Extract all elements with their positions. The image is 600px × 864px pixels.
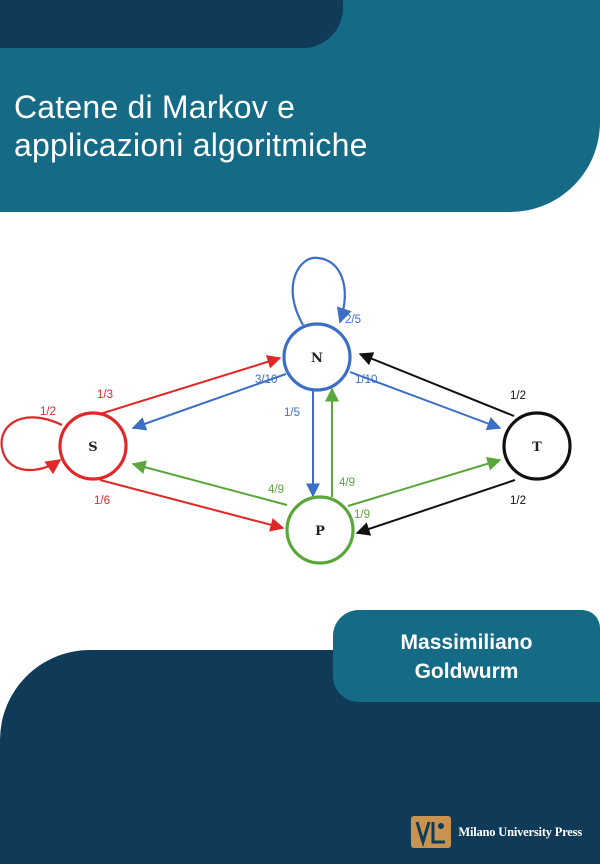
publisher-name: Milano University Press xyxy=(458,824,582,839)
edge-s-loop xyxy=(0,416,63,475)
label-n-to-t: 1/10 xyxy=(355,374,377,386)
label-p-to-n: 4/9 xyxy=(339,477,355,489)
label-n-to-s: 3/10 xyxy=(255,374,277,386)
node-n-label: N xyxy=(311,351,323,366)
author-box: Massimiliano Goldwurm xyxy=(333,610,600,702)
label-s-loop: 1/2 xyxy=(40,406,56,418)
author-name: Massimiliano Goldwurm xyxy=(333,628,600,686)
node-t xyxy=(502,411,572,481)
label-n-to-p: 1/5 xyxy=(284,407,300,419)
node-n xyxy=(282,322,352,392)
author-first-name: Massimiliano xyxy=(400,631,533,654)
edge-p-to-s xyxy=(131,460,288,506)
label-p-to-t: 1/9 xyxy=(354,509,370,521)
edge-p-to-t xyxy=(347,456,502,507)
label-n-loop: 2/5 xyxy=(345,314,361,326)
label-s-to-n: 1/3 xyxy=(97,389,113,401)
author-last-name: Goldwurm xyxy=(414,660,519,683)
edge-s-to-p xyxy=(99,479,285,532)
edge-n-to-s xyxy=(131,373,287,431)
node-s-label: S xyxy=(88,440,97,455)
node-t-label: T xyxy=(532,440,542,455)
node-p-label: P xyxy=(315,524,325,539)
node-p xyxy=(285,495,355,565)
top-tab xyxy=(0,0,343,48)
edge-n-to-t xyxy=(349,371,502,431)
title-line-2: applicazioni algoritmiche xyxy=(14,127,368,163)
edge-t-to-n xyxy=(358,352,515,417)
label-p-to-s: 4/9 xyxy=(268,484,284,496)
label-s-to-p: 1/6 xyxy=(94,495,110,507)
book-title: Catene di Markov e applicazioni algoritm… xyxy=(14,88,574,164)
label-t-to-n: 1/2 xyxy=(510,390,526,402)
title-line-1: Catene di Markov e xyxy=(14,89,296,125)
publisher-mark: Milano University Press xyxy=(410,812,582,852)
edge-t-to-p xyxy=(355,479,516,536)
edge-s-to-n xyxy=(99,355,282,415)
label-t-to-p: 1/2 xyxy=(510,495,526,507)
publisher-logo-icon xyxy=(411,816,452,848)
markov-chain-diagram: N S P T 2/5 3/10 1/10 1/5 1/2 1/3 1/6 4/… xyxy=(0,256,572,565)
edge-n-loop xyxy=(291,256,352,326)
node-s xyxy=(58,411,128,481)
